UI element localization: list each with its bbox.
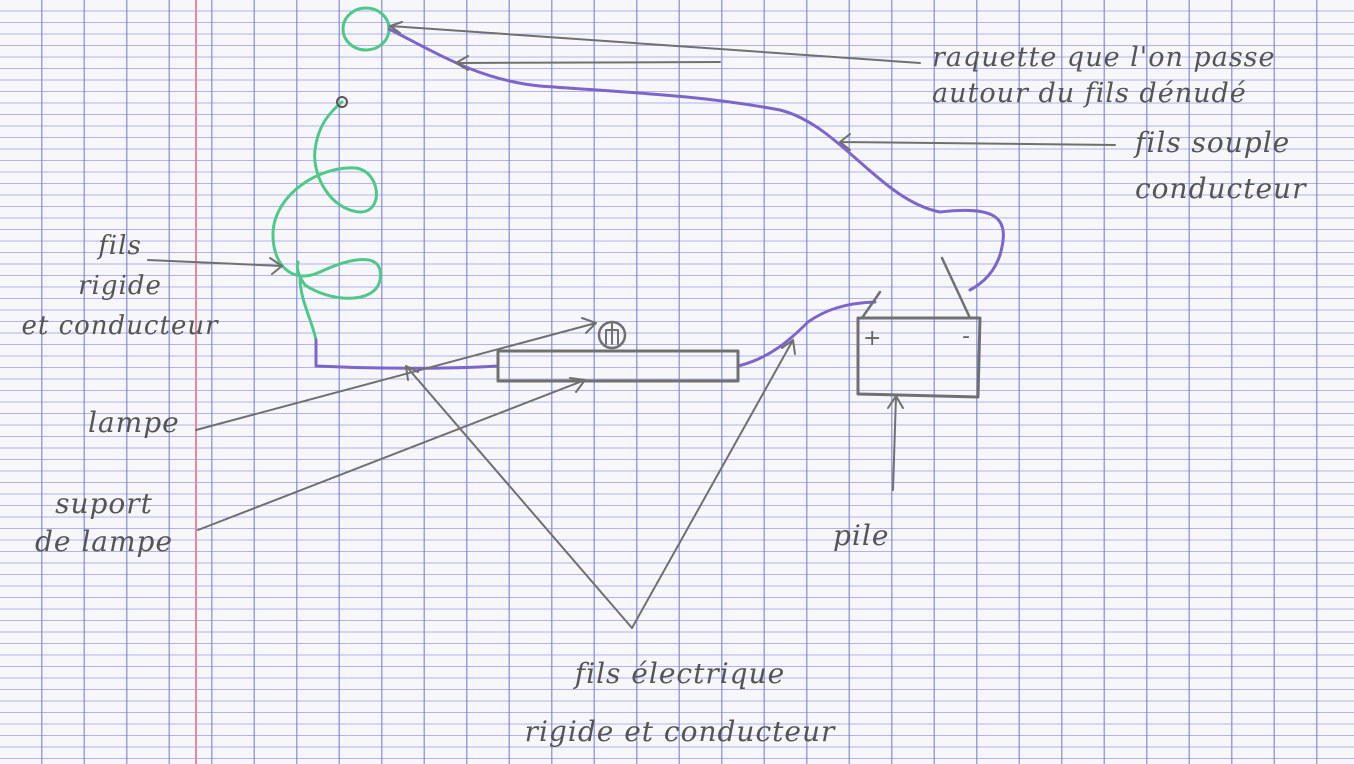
label-battery: pile [833, 519, 890, 552]
pointer-lamp [195, 317, 597, 431]
wire-left-bottom [314, 338, 500, 370]
label-lamp-holder-line2: de lampe [34, 525, 174, 558]
label-rigid-wire-line2: rigide [78, 271, 162, 301]
label-flexible-wire-line1: fils souple [1135, 126, 1291, 159]
label-flexible-wire: fils souple conducteur [1135, 120, 1306, 212]
flexible-wire-path [387, 27, 1005, 292]
label-loop-line1: raquette que l'on passe [932, 42, 1276, 73]
battery-plus-sign: + [863, 326, 881, 351]
pointer-battery [887, 395, 904, 491]
battery-body [856, 316, 982, 399]
pointer-loop [389, 21, 921, 64]
label-electric-wire-line1: fils électrique [574, 657, 786, 690]
margin-line [195, 0, 197, 764]
pointer-lamp-holder [197, 377, 586, 531]
lamp-holder-shape [496, 349, 740, 383]
rigid-wire [271, 6, 391, 342]
pointer-flexible-wire [839, 133, 1116, 151]
wire-coil [271, 100, 382, 342]
label-electric-wire: fils électrique rigide et conducteur [460, 645, 900, 761]
label-rigid-wire: fils rigide et conducteur [20, 226, 220, 346]
pointer-wire-right [631, 339, 796, 629]
label-electric-wire-line2: rigide et conducteur [524, 715, 836, 748]
racket-loop [341, 6, 391, 52]
label-loop: raquette que l'on passe autour du fils d… [932, 40, 1276, 112]
pointer-rigid-wire [147, 257, 283, 275]
pointer-loop-2 [455, 55, 721, 71]
wire-to-battery [736, 300, 877, 368]
battery-minus-terminal [940, 256, 972, 320]
label-loop-line2: autour du fils dénudé [932, 78, 1247, 109]
label-rigid-wire-line3: et conducteur [21, 311, 219, 341]
label-lamp-holder: suport de lampe [14, 485, 194, 561]
label-rigid-wire-line1: fils [98, 231, 142, 261]
battery: + - [856, 256, 982, 399]
lamp-filament [605, 321, 619, 345]
wire-tip [336, 96, 348, 108]
battery-plus-terminal [860, 290, 882, 320]
battery-minus-sign: - [962, 324, 970, 349]
label-lamp-holder-line1: suport [55, 487, 153, 520]
lamp-assembly [496, 320, 740, 383]
pointer-lines [147, 21, 1116, 629]
label-lamp: lampe [88, 406, 180, 439]
label-flexible-wire-line2: conducteur [1135, 172, 1307, 205]
pointer-wire-left [405, 365, 633, 629]
